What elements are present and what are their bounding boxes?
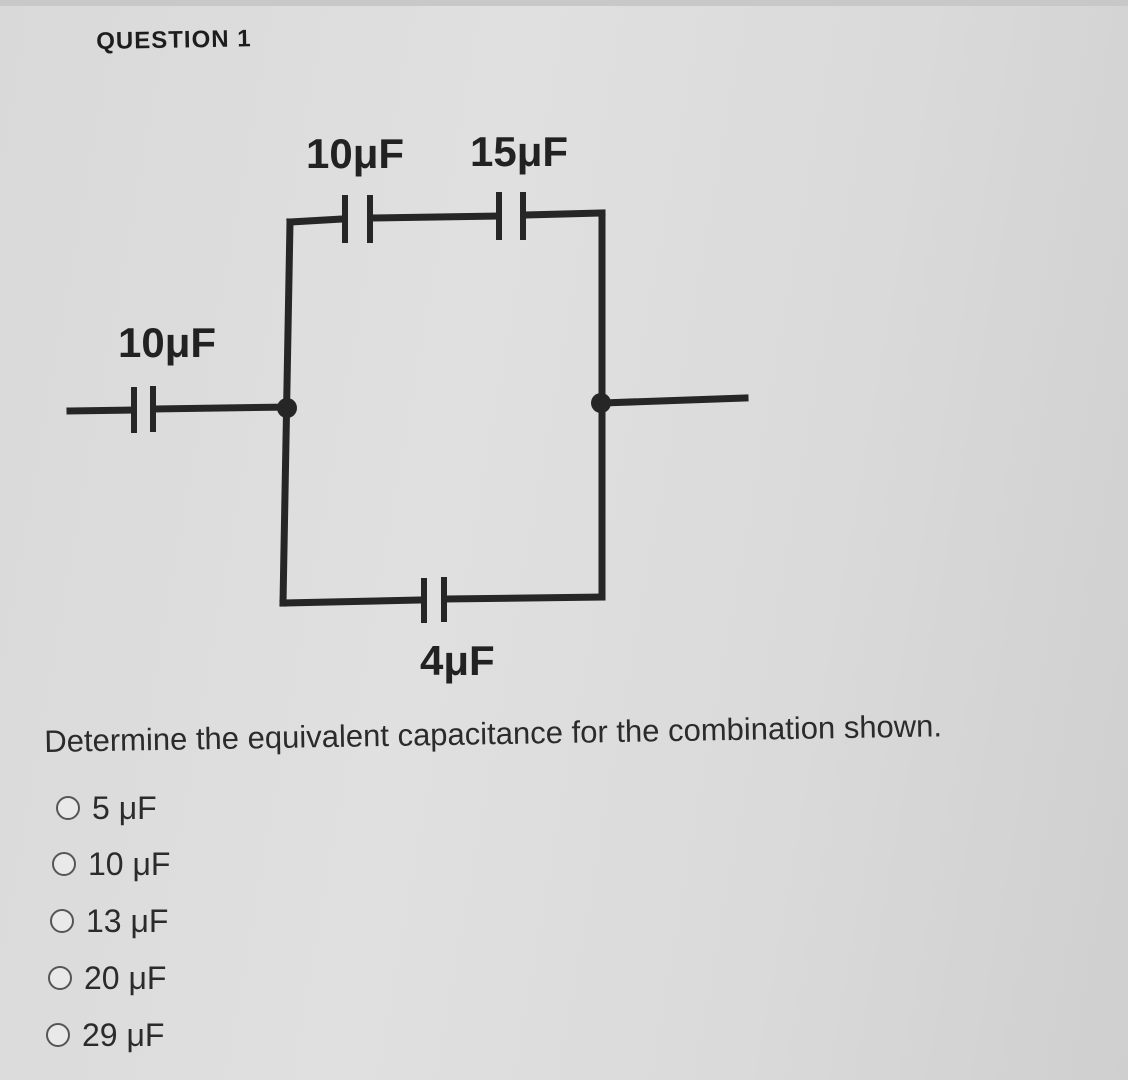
circuit-diagram: 10μF 15μF 10μF 4μF bbox=[66, 128, 749, 684]
radio-button[interactable] bbox=[52, 852, 76, 876]
junction-dot-right bbox=[591, 393, 611, 413]
option-label: 10 μF bbox=[88, 845, 171, 882]
radio-button[interactable] bbox=[56, 796, 80, 820]
wire-bottom-right bbox=[442, 593, 606, 603]
wire-right-output bbox=[598, 394, 749, 407]
option-label: 13 μF bbox=[86, 902, 169, 939]
wire-left-input-inner bbox=[151, 403, 292, 413]
option-4[interactable]: 20 μF bbox=[48, 956, 166, 1000]
wire-bottom-left bbox=[279, 596, 426, 607]
wire-left-input-outer bbox=[66, 406, 136, 415]
option-label: 29 μF bbox=[82, 1016, 165, 1053]
option-label: 20 μF bbox=[84, 959, 167, 996]
junction-dot-left bbox=[277, 398, 297, 418]
label-bottom-capacitor: 4μF bbox=[420, 637, 495, 684]
label-top-right-capacitor: 15μF bbox=[470, 128, 568, 175]
top-divider bbox=[0, 0, 1128, 6]
wire-top-left bbox=[286, 215, 347, 226]
wire-top-middle bbox=[368, 212, 501, 222]
radio-button[interactable] bbox=[50, 909, 74, 933]
option-5[interactable]: 29 μF bbox=[46, 1013, 164, 1057]
label-left-capacitor: 10μF bbox=[118, 319, 216, 366]
option-1[interactable]: 5 μF bbox=[56, 786, 157, 830]
label-top-left-capacitor: 10μF bbox=[306, 130, 404, 177]
option-3[interactable]: 13 μF bbox=[50, 899, 168, 943]
wire-top-right bbox=[521, 209, 606, 219]
option-label: 5 μF bbox=[92, 789, 157, 826]
radio-button[interactable] bbox=[48, 966, 72, 990]
option-2[interactable]: 10 μF bbox=[52, 842, 170, 886]
question-prompt: Determine the equivalent capacitance for… bbox=[44, 708, 943, 759]
radio-button[interactable] bbox=[46, 1023, 70, 1047]
